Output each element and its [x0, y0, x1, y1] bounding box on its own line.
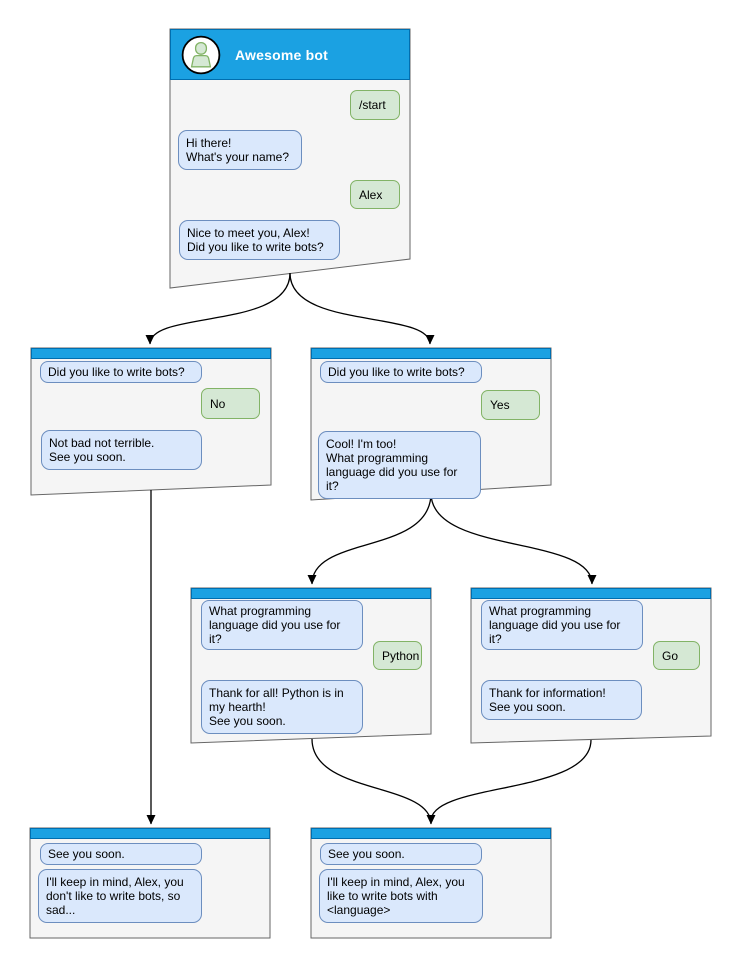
strip-python-branch: [191, 588, 431, 599]
root-chat-header: Awesome bot: [170, 29, 410, 80]
bot-message-bubble: Cool! I'm too! What programming language…: [318, 431, 481, 499]
edge-root-to-yes: [289, 272, 435, 345]
edge-python-to-end: [311, 738, 436, 825]
user-message-bubble: /start: [350, 90, 400, 120]
bot-message-bubble: What programming language did you use fo…: [481, 600, 643, 650]
user-message-bubble: Python: [373, 641, 422, 670]
user-message-bubble: Alex: [350, 180, 400, 209]
bot-message-bubble: Thank for all! Python is in my hearth! S…: [201, 680, 363, 734]
edge-yes-to-python: [307, 492, 432, 585]
bot-message-bubble: I'll keep in mind, Alex, you don't like …: [38, 869, 202, 923]
bot-message-bubble: Thank for information! See you soon.: [481, 680, 642, 720]
strip-no-branch: [31, 348, 271, 359]
user-message-bubble: Yes: [481, 390, 540, 420]
edge-yes-to-go: [430, 492, 597, 585]
bot-message-bubble: Nice to meet you, Alex! Did you like to …: [179, 220, 340, 260]
bot-message-bubble: Did you like to write bots?: [40, 361, 202, 383]
edge-go-to-end: [430, 739, 592, 822]
strip-yes-branch: [311, 348, 551, 359]
user-message-bubble: No: [201, 388, 260, 419]
edge-root-to-no: [145, 272, 291, 345]
bot-message-bubble: See you soon.: [320, 843, 482, 865]
strip-end-no: [30, 828, 270, 839]
bot-message-bubble: Not bad not terrible. See you soon.: [41, 430, 202, 470]
bot-message-bubble: I'll keep in mind, Alex, you like to wri…: [319, 869, 483, 923]
user-message-bubble: Go: [653, 641, 700, 670]
bot-message-bubble: What programming language did you use fo…: [201, 600, 363, 650]
bot-message-bubble: Hi there! What's your name?: [178, 130, 302, 170]
strip-go-branch: [471, 588, 711, 599]
bot-message-bubble: See you soon.: [40, 843, 202, 865]
person-icon: [181, 35, 221, 74]
strip-end-yes: [311, 828, 551, 839]
bot-message-bubble: Did you like to write bots?: [320, 361, 482, 383]
bot-title: Awesome bot: [235, 46, 328, 63]
